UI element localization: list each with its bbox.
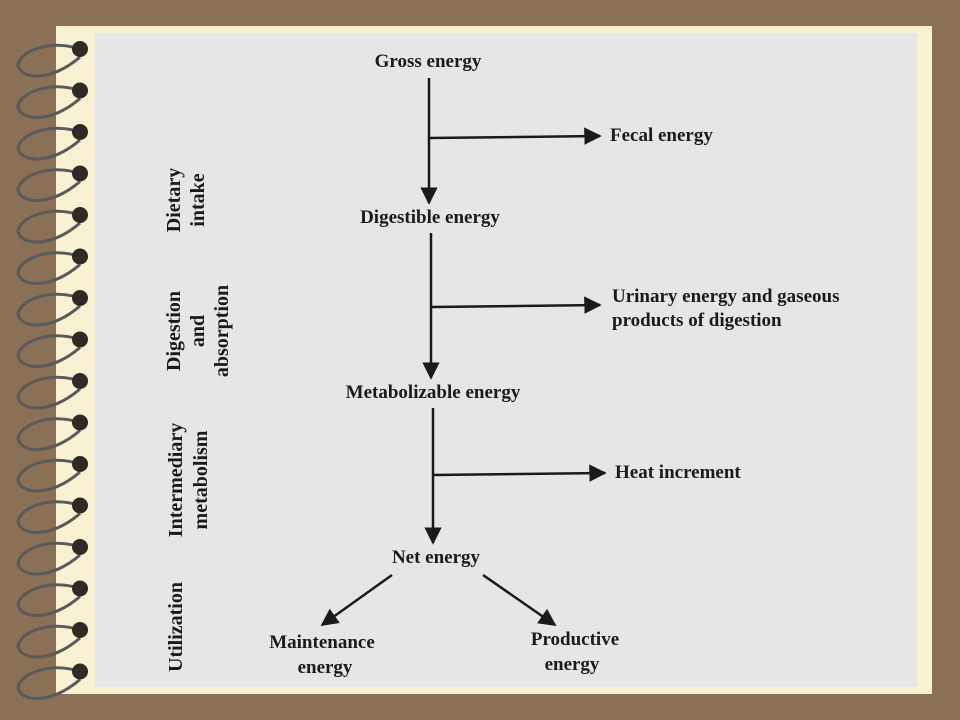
stage-digestion-line1: Digestion (163, 291, 185, 371)
arrow-to-heat (432, 464, 607, 482)
binding-ring (16, 456, 88, 493)
stage-digestion-line3: absorption (211, 285, 233, 377)
binding-ring (16, 248, 88, 285)
diagram-panel (95, 33, 917, 687)
arrow-to-maintenance (320, 573, 393, 627)
binding-ring (16, 290, 88, 327)
stage-digestion-line2: and (187, 315, 209, 347)
stage-dietary-line1: Dietary (163, 168, 185, 232)
node-maintenance-energy-line2: energy (298, 657, 353, 678)
node-urinary-energy-line2: products of digestion (612, 310, 782, 331)
node-productive-energy: Productive (531, 629, 619, 650)
stage-intermediary-line1: Intermediary (165, 423, 187, 537)
stage-dietary-line2: intake (187, 173, 209, 226)
node-productive-energy-line2: energy (545, 654, 600, 675)
spiral-binding (16, 41, 88, 700)
binding-ring (16, 539, 88, 576)
arrow-to-urinary (430, 296, 602, 314)
node-urinary-energy: Urinary energy and gaseous (612, 286, 839, 307)
stage-utilization: Utilization (165, 582, 187, 672)
binding-ring (16, 663, 88, 700)
arrow-to-productive (482, 573, 557, 627)
binding-ring (16, 124, 88, 161)
node-fecal-energy: Fecal energy (610, 125, 713, 146)
arrow-to-fecal (428, 127, 602, 145)
binding-ring (16, 207, 88, 244)
binding-ring (16, 497, 88, 534)
stage-dietary-intake: Dietary intake (163, 168, 209, 232)
binding-ring (16, 373, 88, 410)
node-maintenance-energy: Maintenance (269, 632, 375, 653)
binding-ring (16, 331, 88, 368)
node-digestible-energy: Digestible energy (360, 207, 500, 228)
binding-ring (16, 622, 88, 659)
binding-ring (16, 82, 88, 119)
node-heat-increment: Heat increment (615, 462, 741, 483)
node-gross-energy: Gross energy (375, 51, 482, 72)
binding-ring (16, 41, 88, 78)
binding-ring (16, 580, 88, 617)
stage-utilization-label: Utilization (165, 582, 187, 672)
binding-ring (16, 165, 88, 202)
stage-digestion-absorption: Digestion and absorption (163, 285, 233, 377)
node-net-energy: Net energy (392, 547, 481, 568)
binding-ring (16, 414, 88, 451)
node-metabolizable-energy: Metabolizable energy (346, 382, 521, 403)
stage-intermediary-metabolism: Intermediary metabolism (165, 423, 212, 537)
stage-intermediary-line2: metabolism (190, 430, 212, 529)
